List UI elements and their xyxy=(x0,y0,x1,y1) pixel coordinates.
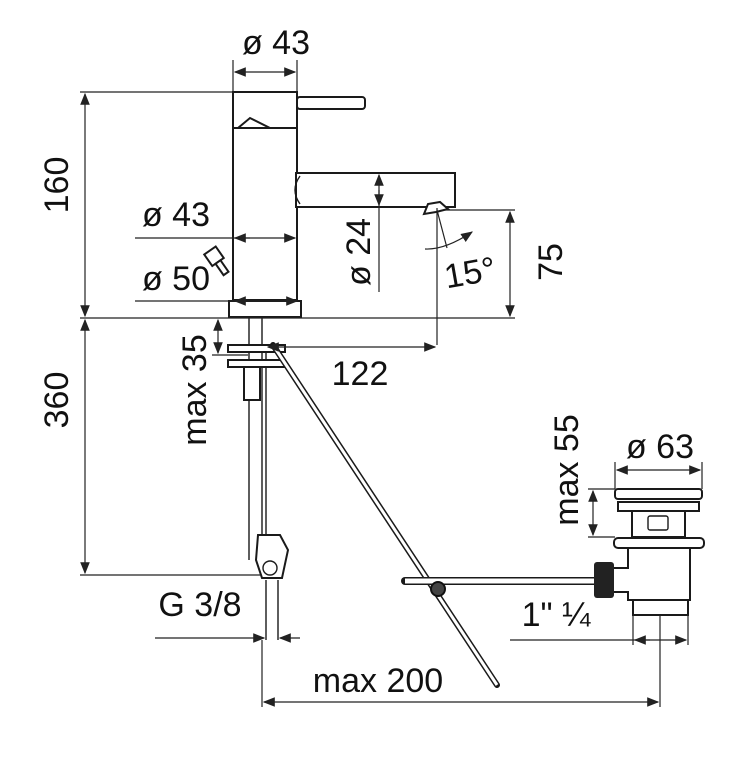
faucet-body xyxy=(202,91,456,318)
waste-drain xyxy=(594,488,705,616)
label-max-200: max 200 xyxy=(313,662,443,700)
label-height-360: 360 xyxy=(38,372,76,429)
label-reach-122: 122 xyxy=(332,355,389,393)
label-g-3-8: G 3/8 xyxy=(158,586,241,624)
label-dia-24-spout: ø 24 xyxy=(340,218,378,286)
label-height-75: 75 xyxy=(532,243,570,281)
label-thread-1-1-4: 1" ¼ xyxy=(522,596,591,634)
popup-rod xyxy=(270,342,601,688)
mounting-shank xyxy=(227,317,290,640)
label-dia-50-base: ø 50 xyxy=(142,260,210,298)
label-max-35: max 35 xyxy=(176,334,214,446)
dimension-lines xyxy=(80,60,703,707)
label-dia-43-body: ø 43 xyxy=(142,196,210,234)
label-max-55: max 55 xyxy=(548,414,586,526)
label-height-160: 160 xyxy=(38,157,76,214)
label-dia-63: ø 63 xyxy=(626,428,694,466)
label-angle-15: 15° xyxy=(441,250,498,296)
label-dia-43-top: ø 43 xyxy=(242,24,310,62)
